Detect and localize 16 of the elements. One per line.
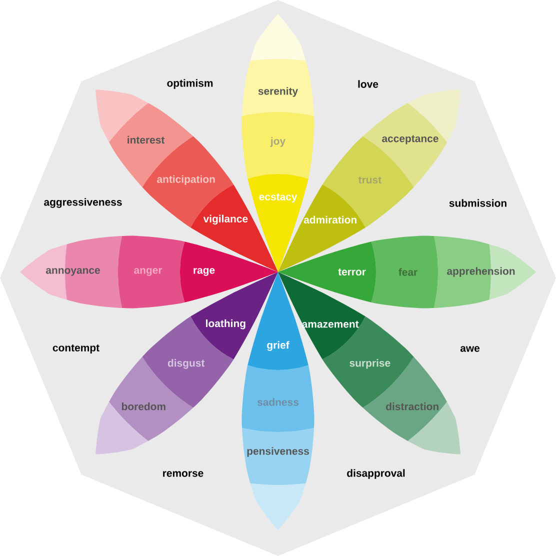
dyad-label: contempt: [52, 344, 100, 354]
dyad-label: love: [358, 80, 378, 88]
petal-band: fear: [371, 236, 438, 308]
dyad-label: awe: [460, 346, 480, 352]
dyad-label: submission: [449, 199, 506, 207]
dyad-label: aggressiveness: [44, 198, 122, 208]
dyad-label: remorse: [163, 471, 204, 477]
petal-band: sadness: [242, 365, 314, 432]
dyad-label: disapproval: [347, 469, 405, 479]
petal-band: serenity: [242, 59, 314, 116]
petal-band: terror: [278, 242, 376, 302]
petal-band: anger: [118, 236, 185, 308]
petal-band: joy: [242, 112, 314, 179]
dyad-label: optimism: [167, 79, 213, 89]
petal-band: rage: [180, 242, 278, 302]
petal-band: pensiveness: [242, 428, 314, 485]
